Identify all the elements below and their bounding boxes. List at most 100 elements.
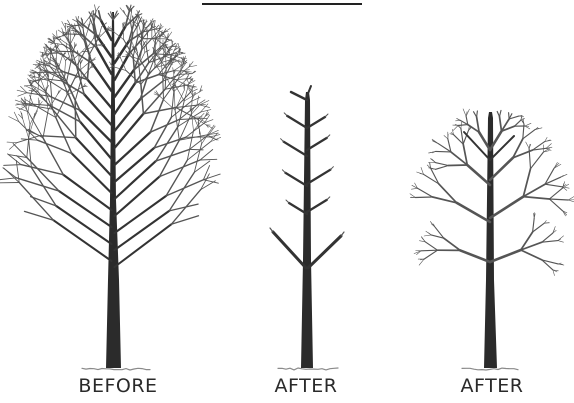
branch bbox=[200, 159, 217, 160]
branch bbox=[477, 111, 478, 117]
branch bbox=[545, 184, 562, 187]
branch bbox=[130, 12, 131, 21]
twig bbox=[424, 235, 431, 236]
twig bbox=[457, 118, 461, 120]
branch bbox=[291, 92, 307, 100]
twig bbox=[281, 139, 284, 142]
branch bbox=[115, 148, 155, 182]
branch bbox=[285, 173, 307, 186]
branch bbox=[21, 139, 37, 140]
branch bbox=[115, 211, 170, 250]
branch bbox=[200, 150, 213, 161]
twig bbox=[46, 49, 47, 54]
branch bbox=[133, 16, 134, 23]
branch bbox=[308, 236, 341, 268]
branch bbox=[457, 203, 490, 222]
branch bbox=[200, 105, 210, 108]
caption-after-right: AFTER bbox=[422, 374, 562, 398]
ground-line bbox=[462, 368, 518, 370]
branch bbox=[56, 206, 111, 244]
ground-line bbox=[278, 368, 338, 370]
twig bbox=[286, 200, 289, 203]
branch bbox=[29, 138, 32, 168]
twig bbox=[558, 241, 564, 243]
branch bbox=[83, 17, 90, 26]
twig bbox=[526, 142, 529, 148]
branch bbox=[40, 136, 76, 138]
twig bbox=[458, 126, 461, 129]
branch bbox=[72, 154, 112, 194]
twig bbox=[325, 114, 328, 117]
twig bbox=[417, 251, 422, 255]
branch bbox=[43, 110, 48, 138]
branch bbox=[523, 130, 535, 139]
branch bbox=[436, 163, 449, 166]
branch bbox=[186, 123, 205, 138]
branch bbox=[67, 61, 71, 81]
twig bbox=[330, 167, 333, 170]
branch bbox=[460, 250, 490, 262]
twig bbox=[38, 63, 42, 64]
twig bbox=[421, 167, 424, 174]
branch bbox=[4, 165, 21, 166]
tree-after-pruning-thinned bbox=[410, 109, 574, 368]
twig bbox=[282, 170, 285, 173]
twig bbox=[568, 200, 574, 202]
branch bbox=[43, 138, 63, 175]
branch bbox=[191, 112, 193, 131]
twig bbox=[341, 232, 344, 236]
branch bbox=[307, 170, 330, 184]
branch bbox=[31, 197, 56, 206]
branch bbox=[23, 119, 29, 138]
branch bbox=[490, 158, 513, 180]
ground-lines bbox=[82, 368, 518, 370]
twig bbox=[461, 122, 462, 128]
branch bbox=[115, 99, 141, 131]
trunk bbox=[301, 92, 313, 368]
tree-after-pruning-leader bbox=[270, 86, 344, 368]
twig bbox=[558, 263, 561, 264]
branch bbox=[531, 152, 544, 169]
branch bbox=[458, 125, 468, 126]
branch bbox=[63, 175, 111, 210]
branch bbox=[84, 94, 111, 125]
branch bbox=[169, 172, 194, 211]
twig bbox=[80, 61, 81, 64]
branch bbox=[418, 188, 433, 197]
branch bbox=[7, 142, 17, 143]
branch bbox=[72, 25, 83, 26]
branch bbox=[436, 166, 449, 170]
branch bbox=[490, 197, 523, 218]
twig bbox=[120, 8, 125, 14]
branch bbox=[424, 250, 437, 259]
twig bbox=[123, 23, 124, 27]
twig bbox=[327, 135, 330, 138]
twig bbox=[187, 80, 189, 84]
twig bbox=[57, 31, 58, 38]
twig bbox=[410, 194, 415, 198]
branch bbox=[436, 151, 451, 152]
twig bbox=[558, 236, 564, 241]
branch bbox=[287, 116, 307, 128]
twig bbox=[82, 49, 84, 52]
branch bbox=[76, 138, 112, 176]
branch bbox=[95, 5, 96, 12]
branch bbox=[75, 101, 76, 138]
branch bbox=[53, 220, 111, 261]
twig bbox=[463, 109, 466, 116]
branch bbox=[273, 232, 306, 268]
branch bbox=[284, 142, 307, 156]
twig bbox=[327, 197, 330, 200]
branch bbox=[421, 250, 438, 251]
branch bbox=[115, 161, 156, 199]
branch bbox=[444, 238, 461, 250]
branch bbox=[87, 54, 89, 79]
twig bbox=[444, 136, 448, 139]
branch bbox=[521, 250, 542, 260]
branch bbox=[425, 242, 437, 250]
branch bbox=[18, 93, 27, 97]
branch bbox=[146, 35, 147, 47]
twig bbox=[419, 259, 424, 265]
branch bbox=[515, 120, 521, 126]
